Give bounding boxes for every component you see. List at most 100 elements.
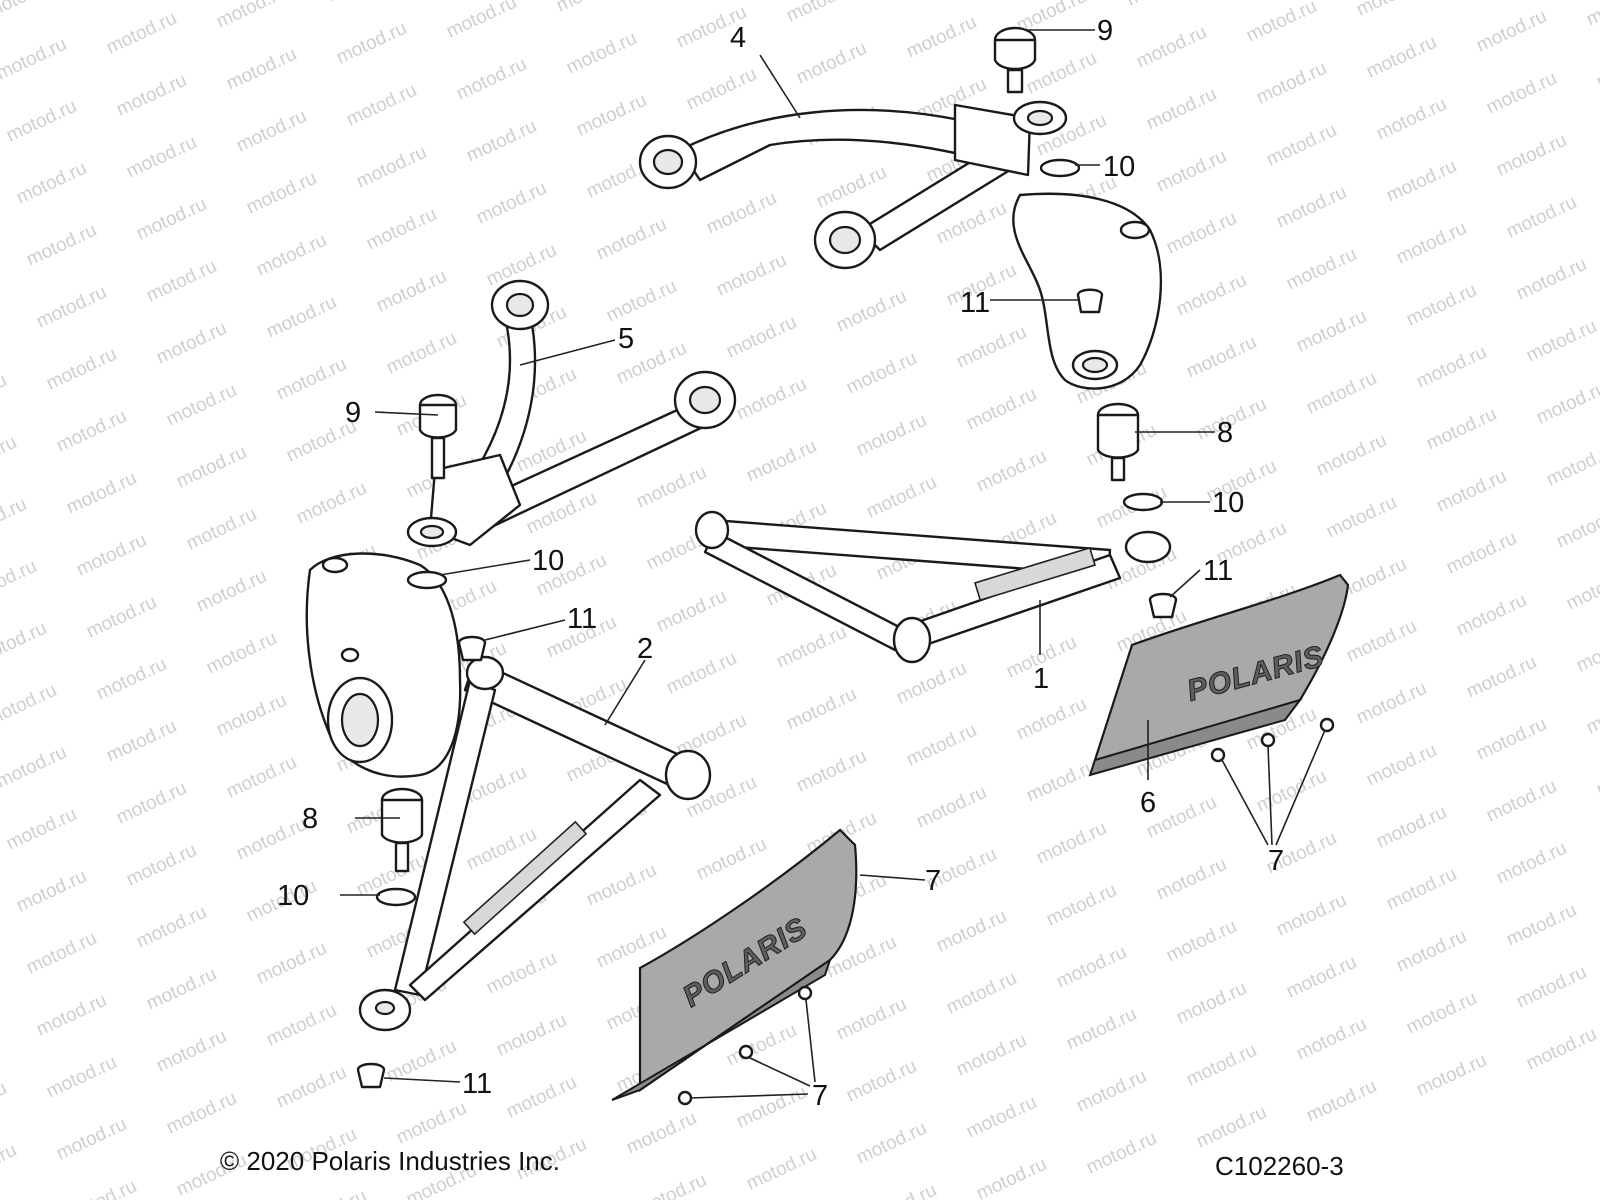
watermark-text: motod.ru — [553, 0, 630, 17]
watermark-text: motod.ru — [1063, 1004, 1140, 1055]
watermark-text: motod.ru — [143, 964, 220, 1015]
callout-11-right: 11 — [1203, 555, 1233, 587]
watermark-text: motod.ru — [1473, 6, 1550, 57]
watermark-text: motod.ru — [293, 1186, 370, 1200]
watermark-text: motod.ru — [0, 0, 60, 23]
watermark-text: motod.ru — [363, 204, 440, 255]
watermark-text: motod.ru — [1553, 502, 1600, 553]
watermark-text: motod.ru — [503, 1072, 580, 1123]
watermark-text: motod.ru — [593, 214, 670, 265]
watermark-text: motod.ru — [973, 1154, 1050, 1200]
ball-joint-right-lower — [1096, 402, 1140, 482]
watermark-text: motod.ru — [23, 220, 100, 271]
watermark-text: motod.ru — [493, 1010, 570, 1061]
watermark-text: motod.ru — [1493, 130, 1570, 181]
watermark-text: motod.ru — [1243, 0, 1320, 47]
watermark-text: motod.ru — [373, 266, 450, 317]
callout-7-left: 7 — [812, 1080, 828, 1112]
callout-10-left: 10 — [532, 545, 564, 577]
watermark-text: motod.ru — [0, 1140, 20, 1191]
watermark-text: motod.ru — [43, 1052, 120, 1103]
watermark-text: motod.ru — [213, 0, 290, 33]
watermark-text: motod.ru — [453, 54, 530, 105]
watermark-text: motod.ru — [133, 902, 210, 953]
spindle-left — [305, 552, 462, 778]
watermark-text: motod.ru — [903, 12, 980, 63]
watermark-text: motod.ru — [1433, 466, 1510, 517]
watermark-text: motod.ru — [203, 628, 280, 679]
watermark-text: motod.ru — [953, 322, 1030, 373]
callout-4: 5 — [618, 323, 634, 355]
callout-6: 7 — [925, 865, 941, 897]
watermark-text: motod.ru — [33, 282, 110, 333]
watermark-text: motod.ru — [0, 556, 40, 607]
watermark-text: motod.ru — [1473, 714, 1550, 765]
watermark-text: motod.ru — [733, 374, 810, 425]
callout-10-right: 10 — [1212, 487, 1244, 519]
watermark-text: motod.ru — [1353, 678, 1430, 729]
watermark-text: motod.ru — [443, 0, 520, 43]
callout-11-top: 11 — [960, 287, 990, 319]
watermark-text: motod.ru — [1273, 890, 1350, 941]
watermark-text: motod.ru — [1583, 688, 1600, 739]
watermark-text: motod.ru — [973, 446, 1050, 497]
watermark-text: motod.ru — [1513, 254, 1590, 305]
watermark-text: motod.ru — [1163, 208, 1240, 259]
watermark-text: motod.ru — [573, 90, 650, 141]
watermark-text: motod.ru — [113, 70, 190, 121]
figure-code: C102260-3 — [1215, 1151, 1344, 1181]
watermark-text: motod.ru — [473, 178, 550, 229]
watermark-text: motod.ru — [1293, 1014, 1370, 1065]
watermark-text: motod.ru — [1583, 0, 1600, 31]
callout-9-left: 9 — [345, 397, 361, 429]
watermark-text: motod.ru — [103, 8, 180, 59]
watermark-text: motod.ru — [1513, 962, 1590, 1013]
watermark-text: motod.ru — [1313, 430, 1390, 481]
watermark-text: motod.ru — [663, 648, 740, 699]
watermark-text: motod.ru — [863, 472, 940, 523]
watermark-text: motod.ru — [73, 530, 150, 581]
watermark-text: motod.ru — [1403, 280, 1480, 331]
callout-10-bottom: 10 — [277, 880, 309, 912]
watermark-text: motod.ru — [1143, 84, 1220, 135]
watermark-text: motod.ru — [1293, 306, 1370, 357]
watermark-text: motod.ru — [1133, 22, 1210, 73]
watermark-text: motod.ru — [843, 1056, 920, 1107]
callout-8-left: 8 — [302, 803, 318, 835]
watermark-text: motod.ru — [1563, 564, 1600, 615]
watermark-text: motod.ru — [33, 990, 110, 1041]
watermark-text: motod.ru — [323, 0, 400, 7]
watermark-text: motod.ru — [1353, 0, 1430, 21]
callout-10-top: 10 — [1103, 151, 1135, 183]
watermark-text: motod.ru — [1013, 694, 1090, 745]
watermark-text: motod.ru — [233, 814, 310, 865]
watermark-text: motod.ru — [53, 406, 130, 457]
watermark-text: motod.ru — [963, 384, 1040, 435]
watermark-text: motod.ru — [0, 432, 20, 483]
bushings — [356, 288, 1178, 1089]
watermark-text: motod.ru — [43, 344, 120, 395]
watermark-text: motod.ru — [703, 188, 780, 239]
watermark-text: motod.ru — [183, 504, 260, 555]
watermark-text: motod.ru — [773, 622, 850, 673]
watermark-text: motod.ru — [833, 286, 910, 337]
watermark-text: motod.ru — [1383, 156, 1460, 207]
watermark-text: motod.ru — [1033, 818, 1110, 869]
watermark-text: motod.ru — [1273, 182, 1350, 233]
watermark-text: motod.ru — [1423, 404, 1500, 455]
lower-a-arm-right — [694, 510, 1172, 664]
watermark-text: motod.ru — [1153, 146, 1230, 197]
watermark-text: motod.ru — [273, 1062, 350, 1113]
watermark-text: motod.ru — [23, 928, 100, 979]
callout-labels: 4 9 10 11 5 9 8 10 10 11 11 1 2 6 8 10 7… — [277, 15, 1284, 1112]
callout-2: 2 — [637, 633, 653, 665]
watermark-text: motod.ru — [3, 96, 80, 147]
watermark-text: motod.ru — [943, 968, 1020, 1019]
watermark-text: motod.ru — [1303, 368, 1380, 419]
upper-a-arm-left — [406, 279, 737, 548]
upper-a-arm-right — [638, 100, 1068, 270]
watermark-text: motod.ru — [253, 230, 330, 281]
watermark-text: motod.ru — [253, 938, 330, 989]
callout-7-right: 7 — [1268, 845, 1284, 877]
